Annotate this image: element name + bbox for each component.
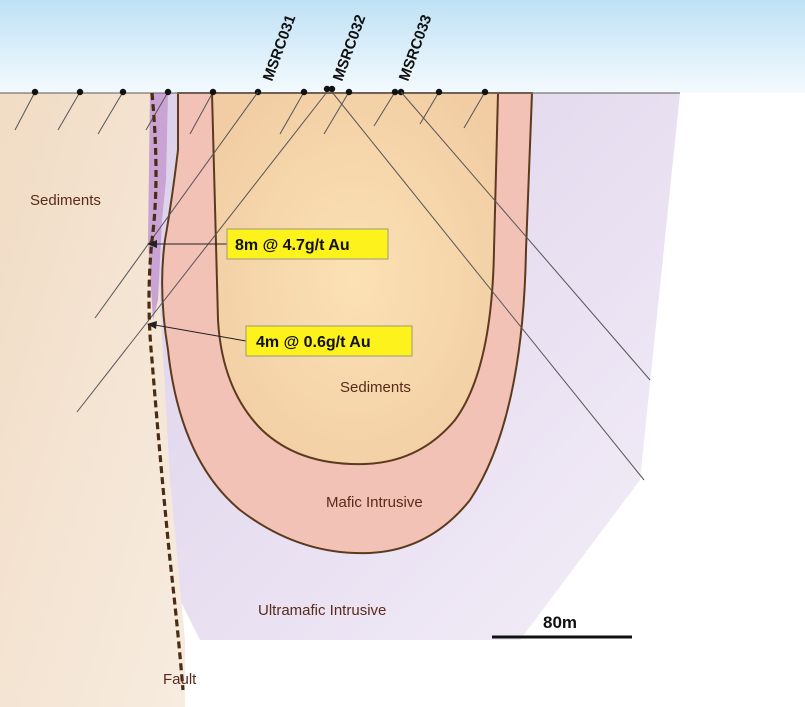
sediments-core-unit bbox=[212, 93, 498, 464]
intercept-callout-2: 4m @ 0.6g/t Au bbox=[246, 326, 412, 356]
label-mafic-intrusive: Mafic Intrusive bbox=[326, 494, 423, 511]
label-fault: Fault bbox=[163, 671, 197, 688]
label-sediments-left: Sediments bbox=[30, 192, 101, 209]
intercept-text-2: 4m @ 0.6g/t Au bbox=[256, 334, 371, 351]
intercept-text-1: 8m @ 4.7g/t Au bbox=[235, 237, 350, 254]
label-sediments-center: Sediments bbox=[340, 379, 411, 396]
label-ultramafic-intrusive: Ultramafic Intrusive bbox=[258, 602, 386, 619]
scale-bar-label: 80m bbox=[543, 613, 577, 632]
intercept-callout-1: 8m @ 4.7g/t Au bbox=[227, 229, 388, 259]
